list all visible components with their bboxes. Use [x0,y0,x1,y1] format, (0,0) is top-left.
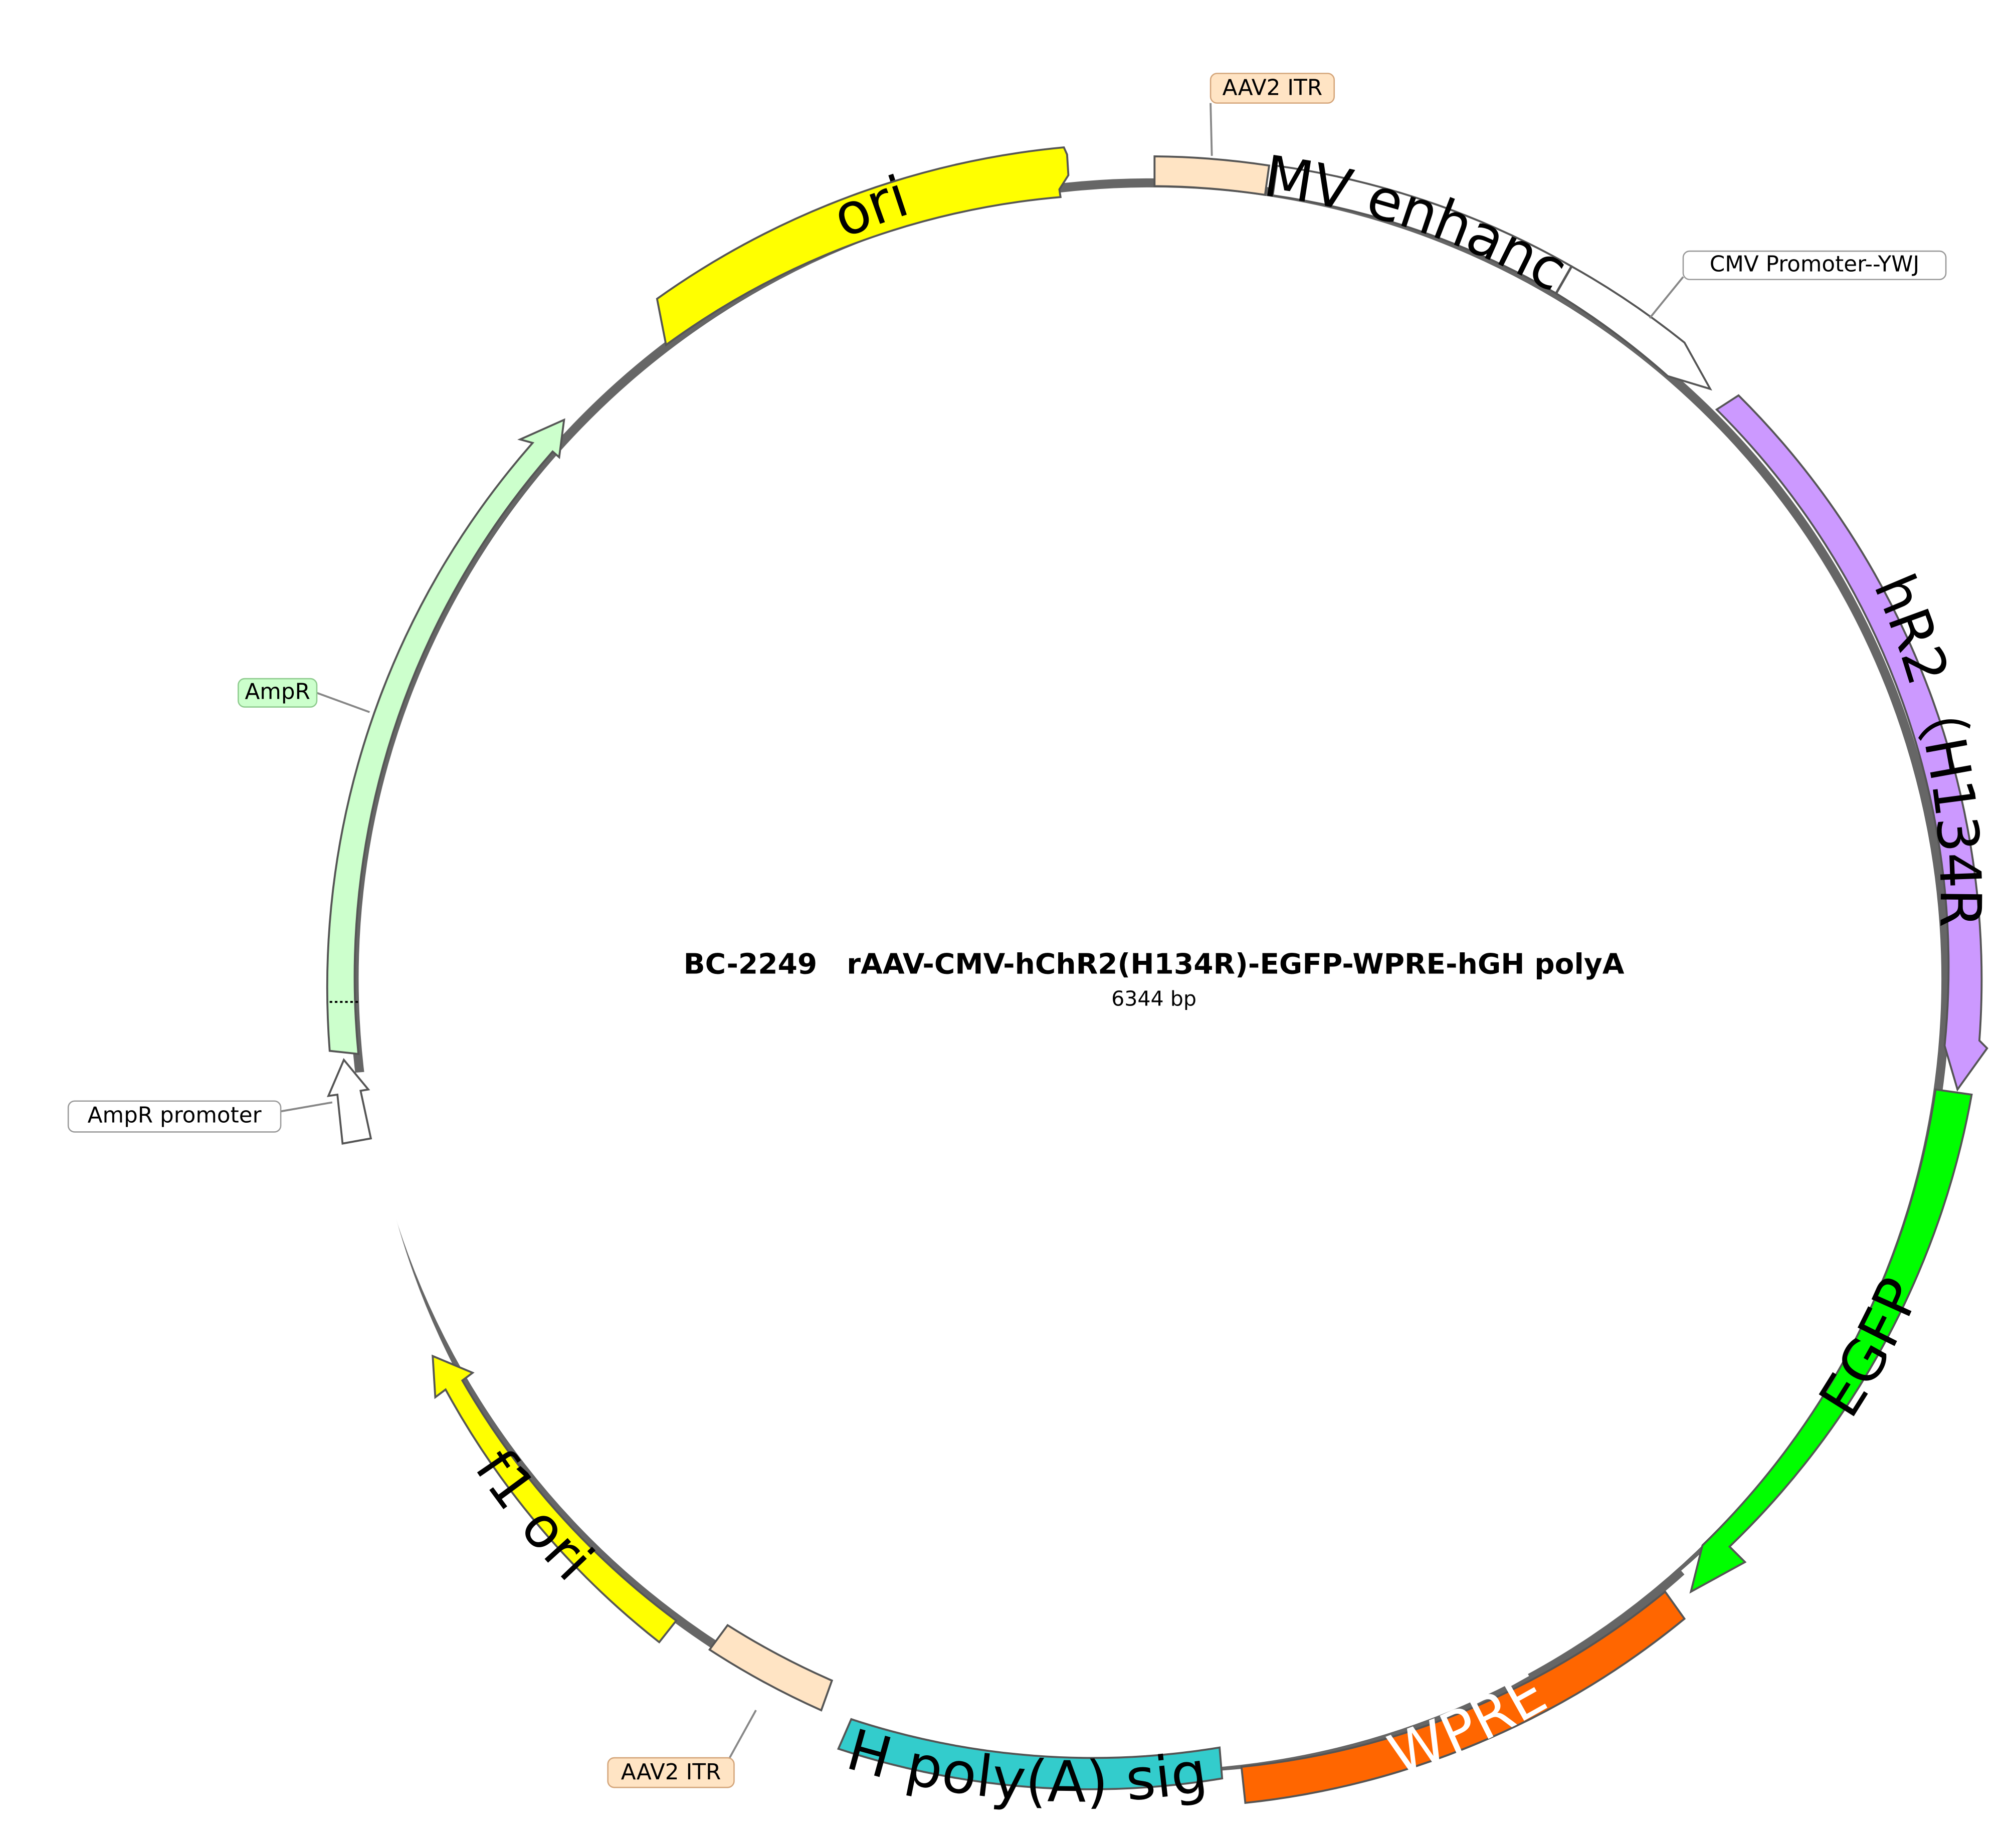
aav2-itr-top-callout[interactable]: AAV2 ITR [1210,73,1335,104]
svg-text:AmpR promoter: AmpR promoter [88,1103,262,1128]
cmv-promoter-feature[interactable] [1555,265,1712,391]
hgh-polya-label: hGH poly(A) signal [0,0,1211,1815]
cmv-promoter-callout-line [1649,276,1684,319]
egfp-label: EGFP [1806,1269,1933,1428]
aav2-itr-top-callout-line [1210,103,1213,156]
svg-text:CMV Promoter--YWJ: CMV Promoter--YWJ [1710,251,1920,277]
f1-ori-feature[interactable] [432,1354,678,1644]
ampr-callout-line [316,692,370,713]
aav2-itr-top-feature[interactable] [1153,155,1271,196]
ampr-callout[interactable]: AmpR [238,678,318,708]
ampr-feature[interactable] [326,418,565,1055]
cmv-boundary-tick [1554,266,1572,294]
aav2-itr-bottom-feature[interactable] [708,1623,834,1712]
ampr-promoter-callout-line [280,1101,333,1113]
callout-lines [280,103,1684,1760]
hchr2-feature[interactable] [1715,394,1988,1092]
hgh-polya-feature[interactable] [837,1718,1224,1790]
svg-text:AAV2 ITR: AAV2 ITR [1223,75,1323,100]
ampr-promoter-callout[interactable]: AmpR promoter [67,1100,282,1133]
ampr-promoter-feature[interactable] [327,1058,372,1145]
ori-feature[interactable] [656,146,1070,347]
aav2-itr-bottom-callout[interactable]: AAV2 ITR [607,1757,735,1788]
egfp-feature[interactable] [1689,1088,1973,1594]
aav2-itr-bottom-callout-line [728,1710,757,1760]
wpre-label: WPRE [1380,1660,1557,1789]
map-size-label: 6344 bp [1111,987,1196,1011]
map-title: BC-2249 rAAV-CMV-hChR2(H134R)-EGFP-WPRE-… [684,948,1625,980]
svg-text:AmpR: AmpR [245,679,310,704]
svg-text:AAV2 ITR: AAV2 ITR [621,1759,721,1785]
wpre-feature[interactable] [1240,1590,1686,1804]
hchr2-label: hChR2（H134R） [0,0,1993,928]
cmv-promoter-callout[interactable]: CMV Promoter--YWJ [1682,250,1947,280]
